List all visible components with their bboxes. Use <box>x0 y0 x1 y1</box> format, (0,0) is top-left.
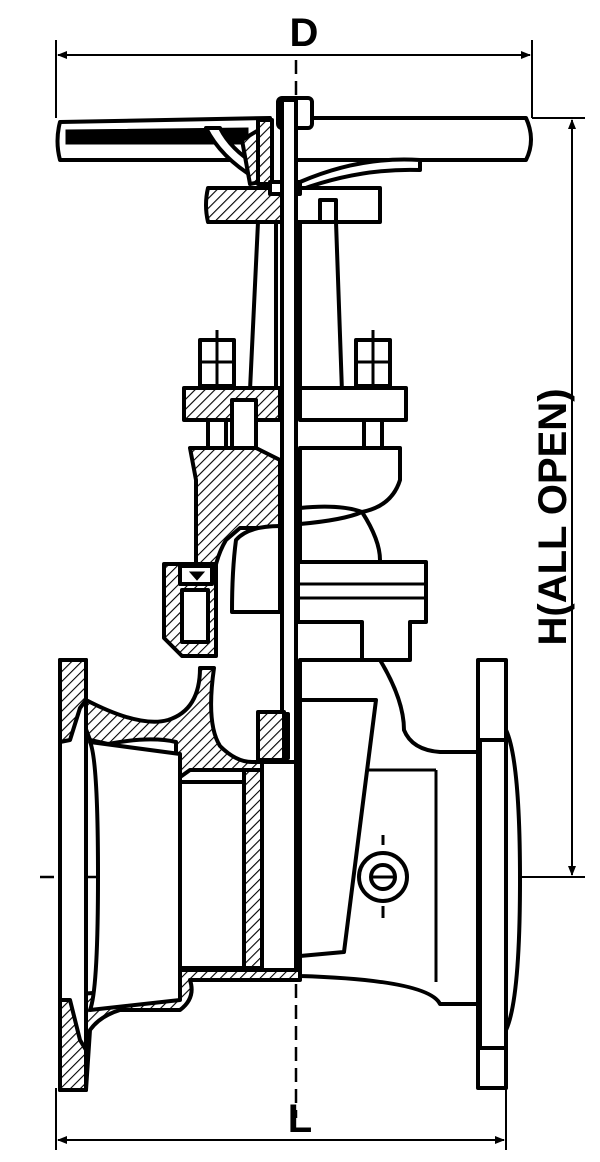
handwheel <box>55 116 533 192</box>
dimension-d-label: D <box>290 11 319 55</box>
bonnet-plug <box>162 562 218 658</box>
dimension-d: D <box>55 11 533 118</box>
dimension-h: H(ALL OPEN) <box>410 117 585 878</box>
valve-body <box>58 658 522 1092</box>
bonnet-flange <box>182 386 408 452</box>
dimension-l-label: L <box>288 1097 312 1141</box>
drain-plug <box>357 835 409 918</box>
dimension-h-label: H(ALL OPEN) <box>531 388 575 645</box>
gate-wedge <box>256 560 428 762</box>
dimension-l: L <box>55 1088 507 1150</box>
